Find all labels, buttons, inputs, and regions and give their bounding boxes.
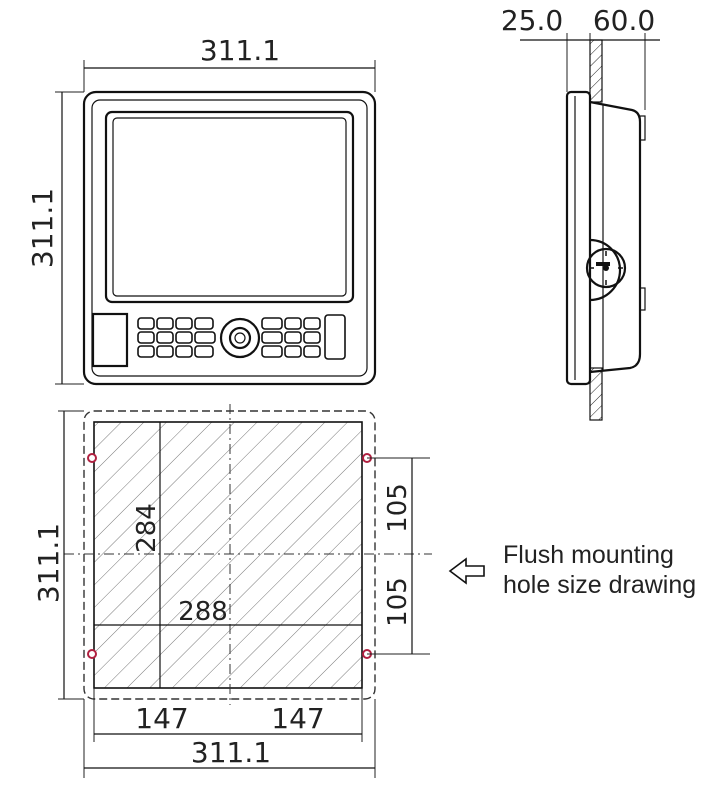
- keypad: [137, 314, 346, 360]
- cutout-hole: [93, 421, 363, 689]
- half-width-dimension: 147 147: [93, 688, 363, 742]
- front-bezel-outer: [82, 90, 377, 386]
- cutout-callout: Flush mounting hole size drawing: [448, 541, 696, 599]
- hole-pitch-upper-label: 105: [383, 483, 413, 533]
- display-screen-inner: [112, 117, 347, 297]
- mounting-bracket-knob-icon: [585, 238, 627, 302]
- cutout-width-label: 311.1: [191, 736, 271, 769]
- front-width-label: 311.1: [200, 34, 280, 67]
- display-screen-outer: [104, 110, 355, 304]
- callout-line-1: Flush mounting: [503, 541, 674, 569]
- front-bezel-inner: [91, 99, 368, 377]
- card-slot: [91, 312, 129, 368]
- half-width-left-label: 147: [135, 702, 188, 735]
- half-width-right-label: 147: [271, 702, 324, 735]
- left-arrow-icon: [448, 557, 485, 585]
- side-depth-dimension: 25.0 60.0: [501, 4, 660, 110]
- side-depth-front-label: 25.0: [501, 4, 563, 37]
- cutout-width-dimension: 311.1: [83, 699, 376, 778]
- side-view: 25.0 60.0: [501, 4, 660, 421]
- side-depth-rear-label: 60.0: [593, 4, 655, 37]
- front-height-label: 311.1: [26, 188, 59, 268]
- mounting-wall-upper: [589, 39, 603, 103]
- side-bezel: [565, 90, 592, 386]
- direction-pad-icon: [219, 317, 261, 359]
- cutout-height-label: 311.1: [32, 523, 65, 603]
- cutout-inner-height-label: 284: [132, 503, 162, 553]
- hole-pitch-dimension: 105 105: [367, 457, 430, 655]
- mounting-wall-lower: [589, 367, 603, 421]
- cutout-view: 284 288 311.1 105 105: [32, 404, 432, 778]
- cutout-inner-width-label: 288: [178, 597, 228, 627]
- front-height-dimension: 311.1: [26, 91, 84, 385]
- callout-line-2: hole size drawing: [503, 571, 696, 599]
- front-view: 311.1 311.1: [26, 34, 377, 386]
- cutout-height-dimension: 311.1: [32, 410, 84, 700]
- side-housing: [589, 100, 642, 374]
- front-width-dimension: 311.1: [83, 34, 376, 92]
- hole-pitch-lower-label: 105: [383, 577, 413, 627]
